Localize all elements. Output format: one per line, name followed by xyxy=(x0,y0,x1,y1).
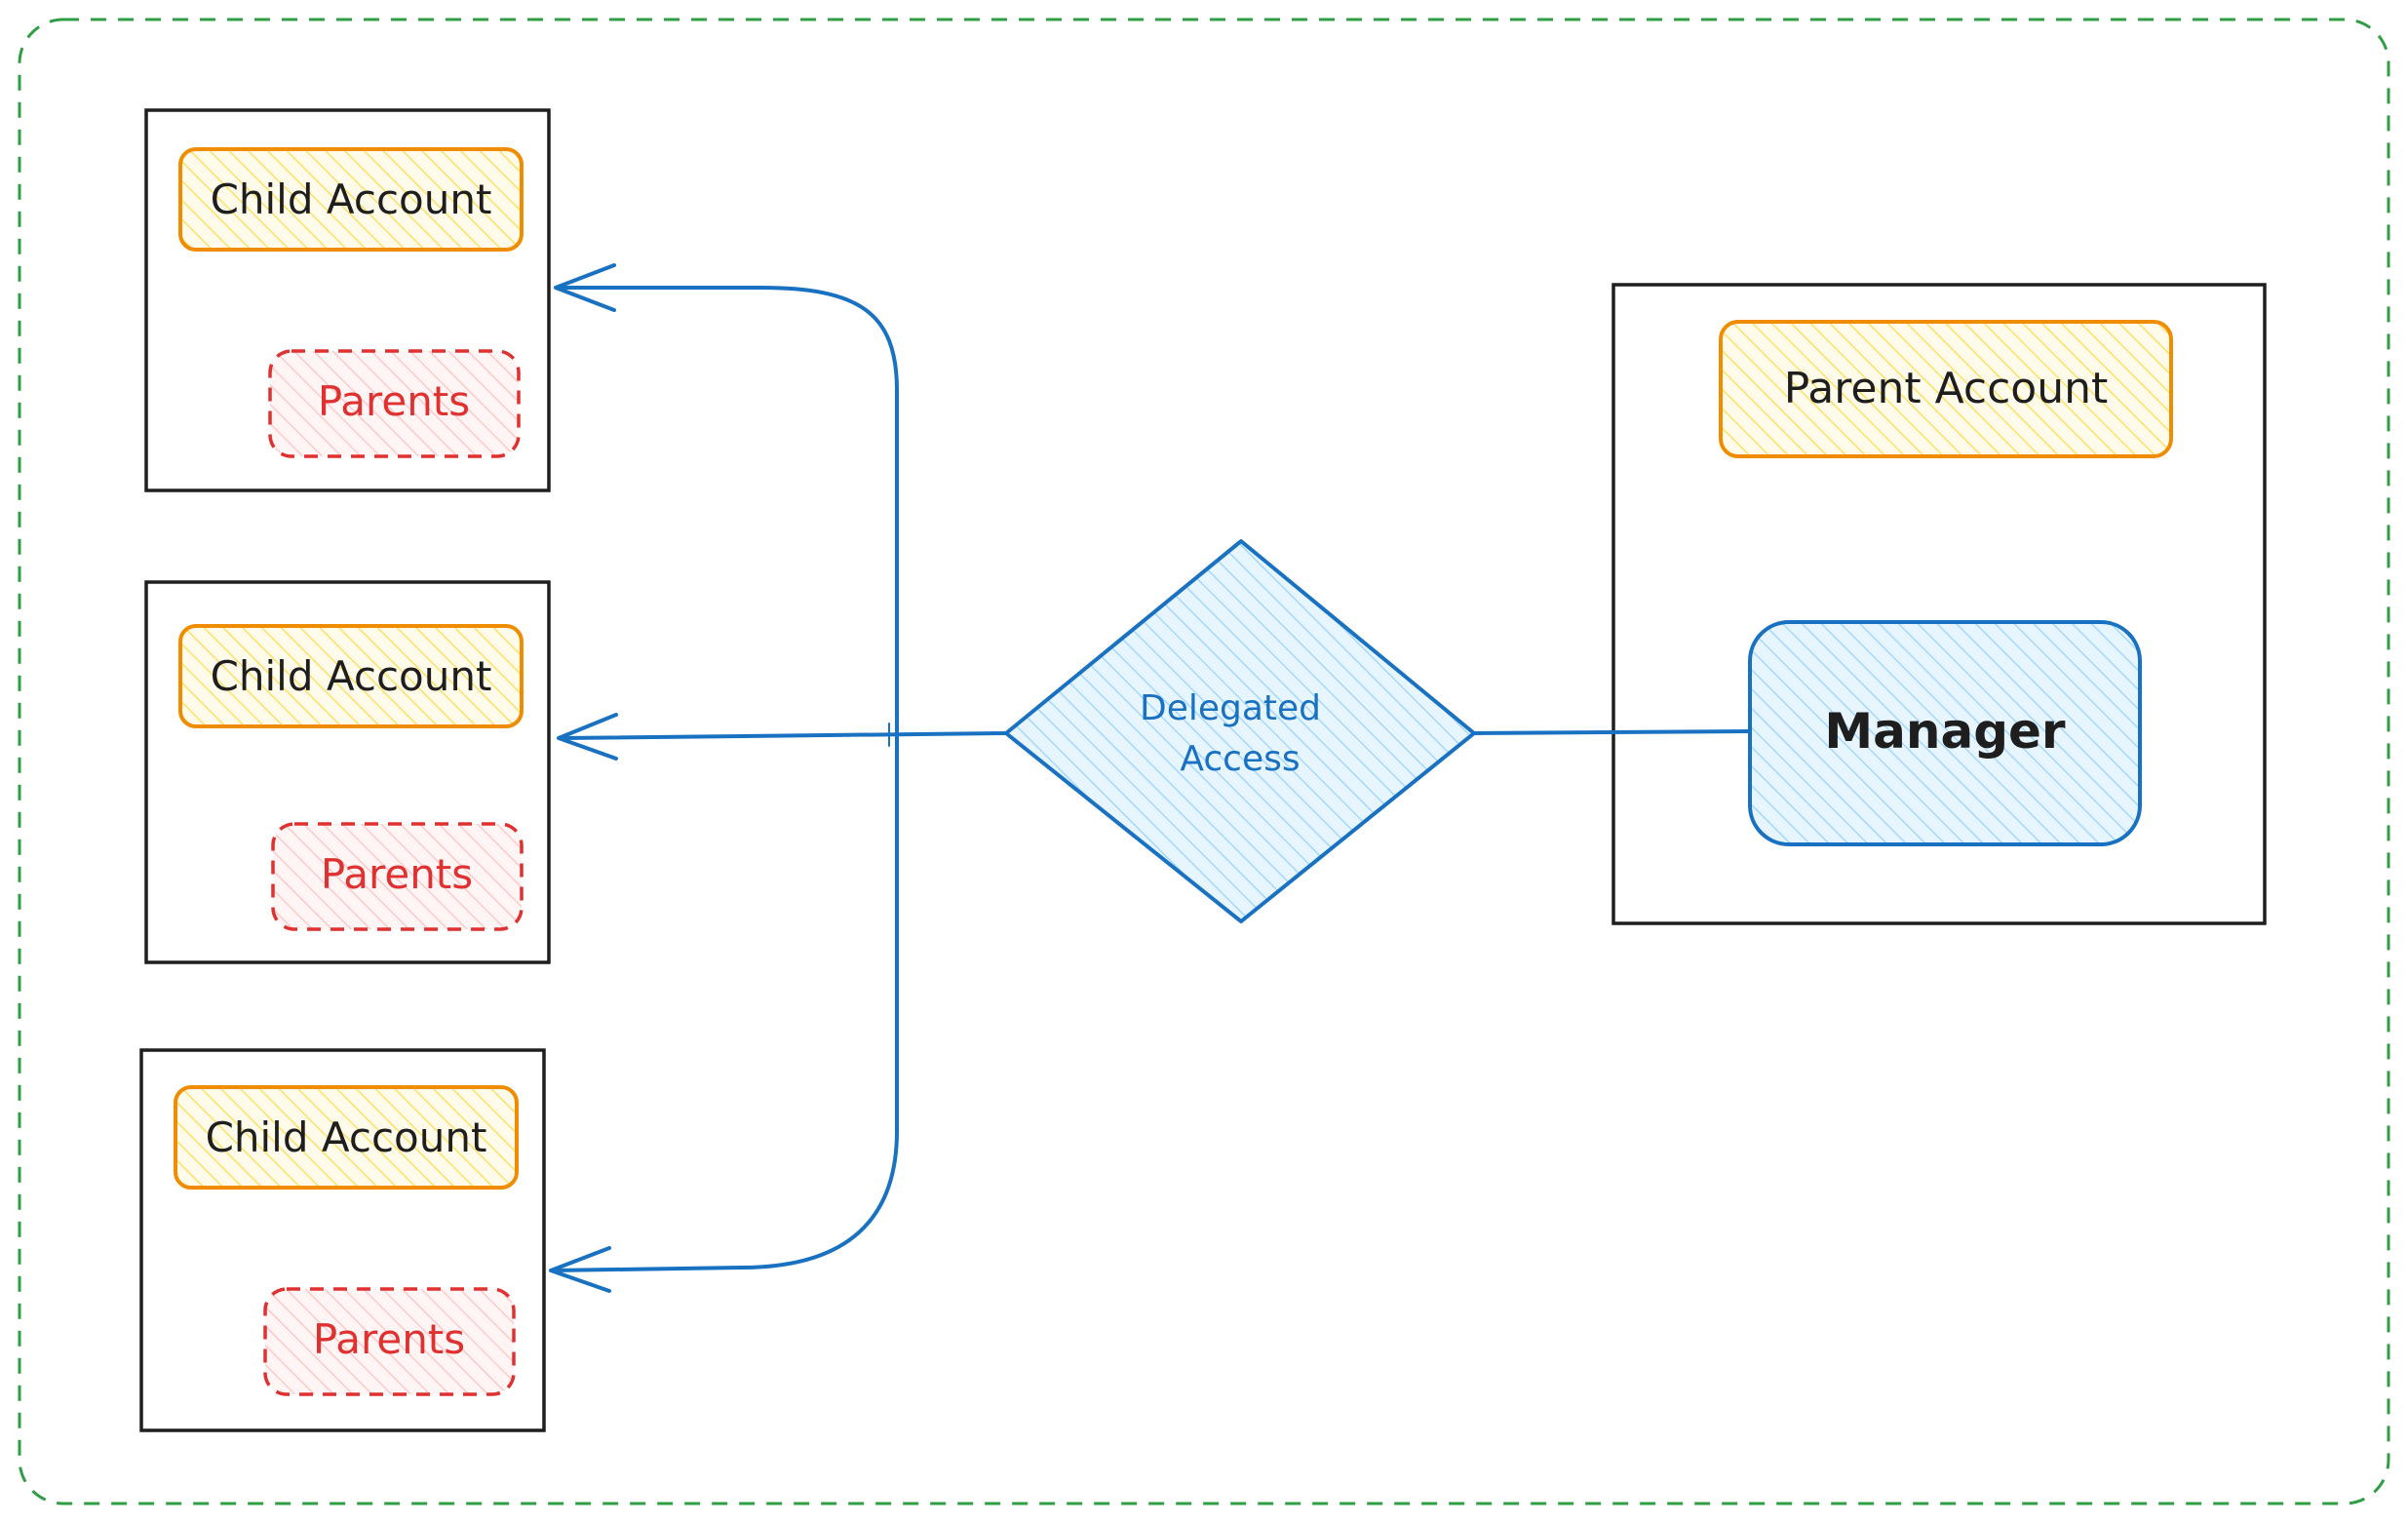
child-account-box xyxy=(178,147,524,252)
parent-account-group: Parent Account Manager xyxy=(1612,283,2267,925)
parents-box xyxy=(271,822,524,931)
delegated-access-label-line2: Access xyxy=(1180,739,1300,779)
child-account-group: Child Account Parents xyxy=(139,1048,546,1432)
child-container xyxy=(144,108,551,492)
arrow-to-child-1 xyxy=(556,286,899,735)
arrowhead-child-1 xyxy=(554,263,616,312)
outer-boundary xyxy=(18,18,2390,1505)
manager-label: Manager xyxy=(1824,703,2066,760)
parent-container xyxy=(1612,283,2267,925)
parent-account-label: Parent Account xyxy=(1784,364,2109,413)
delegated-access-node: Delegated Access xyxy=(1004,539,1476,923)
child-account-group: Child Account Parents xyxy=(144,108,551,492)
delegated-access-label-line1: Delegated xyxy=(1140,688,1321,728)
parent-account-box xyxy=(1719,320,2173,458)
parents-label: Parents xyxy=(321,850,473,898)
arrowhead-child-2 xyxy=(557,713,618,761)
arrow-to-child-2 xyxy=(559,731,1008,740)
child-account-group: Child Account Parents xyxy=(144,580,551,964)
child-account-label: Child Account xyxy=(211,652,492,700)
child-account-label: Child Account xyxy=(211,176,492,223)
delegated-access-diamond xyxy=(1004,539,1476,923)
child-account-box xyxy=(174,1085,519,1190)
manager-to-diamond-connector xyxy=(1472,729,1752,735)
child-account-label: Child Account xyxy=(206,1114,487,1161)
connectors xyxy=(549,263,1752,1293)
parents-box xyxy=(268,349,521,458)
arrow-to-child-3 xyxy=(551,731,899,1272)
child-container xyxy=(144,580,551,964)
parents-label: Parents xyxy=(313,1315,465,1363)
arrowhead-child-3 xyxy=(549,1246,611,1293)
parents-box xyxy=(263,1287,516,1396)
child-account-box xyxy=(178,624,524,728)
parents-label: Parents xyxy=(318,377,470,425)
child-container xyxy=(139,1048,546,1432)
